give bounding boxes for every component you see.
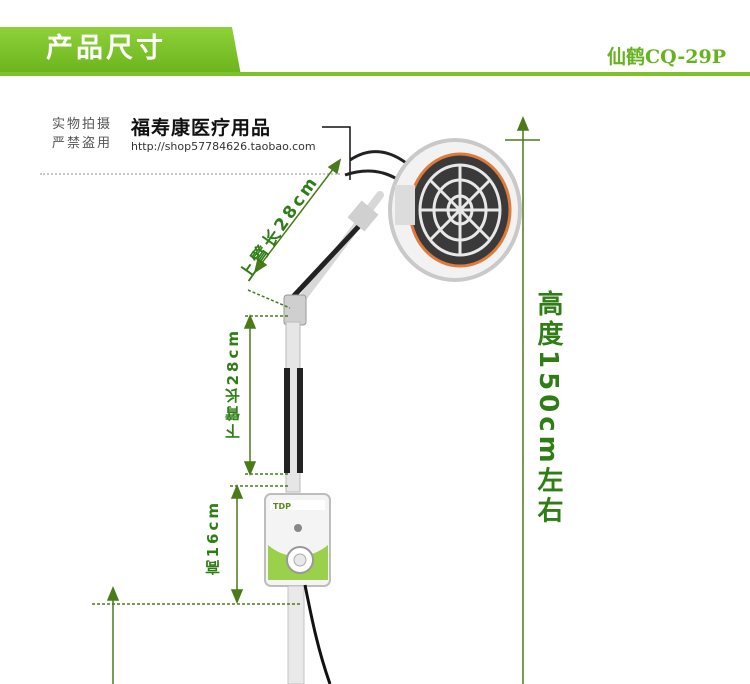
watermark-shop-url: http://shop57784626.taobao.com xyxy=(131,140,316,153)
stand-pole-image xyxy=(287,584,332,684)
control-box-brand: TDP xyxy=(273,502,291,511)
header-rule xyxy=(0,72,750,76)
dimension-lines xyxy=(92,116,540,684)
watermark-bracket xyxy=(322,126,351,180)
watermark-shop-name: 福寿康医疗用品 xyxy=(131,117,272,139)
box-height-label: 高16cm xyxy=(204,500,222,576)
lower-arm-image xyxy=(284,321,303,493)
total-height-label: 高度150cm左右 xyxy=(533,290,563,527)
watermark-stamp: 实物拍摄 严禁盗用 xyxy=(52,115,112,153)
watermark-dotted-line xyxy=(40,173,340,175)
control-box-image: TDP xyxy=(264,493,331,587)
upper-arm-dim xyxy=(254,159,341,273)
watermark-stamp-line2: 严禁盗用 xyxy=(52,136,113,151)
model-label: 仙鹤CQ-29P xyxy=(607,46,726,68)
upper-arm-image xyxy=(288,191,384,312)
lower-arm-label: 下臂长28cm xyxy=(224,328,242,440)
header-tab xyxy=(0,27,241,72)
arm-joint-image xyxy=(283,294,307,326)
lamp-head-image xyxy=(344,138,522,282)
section-title: 产品尺寸 xyxy=(46,33,166,64)
watermark-stamp-line1: 实物拍摄 xyxy=(52,117,113,132)
